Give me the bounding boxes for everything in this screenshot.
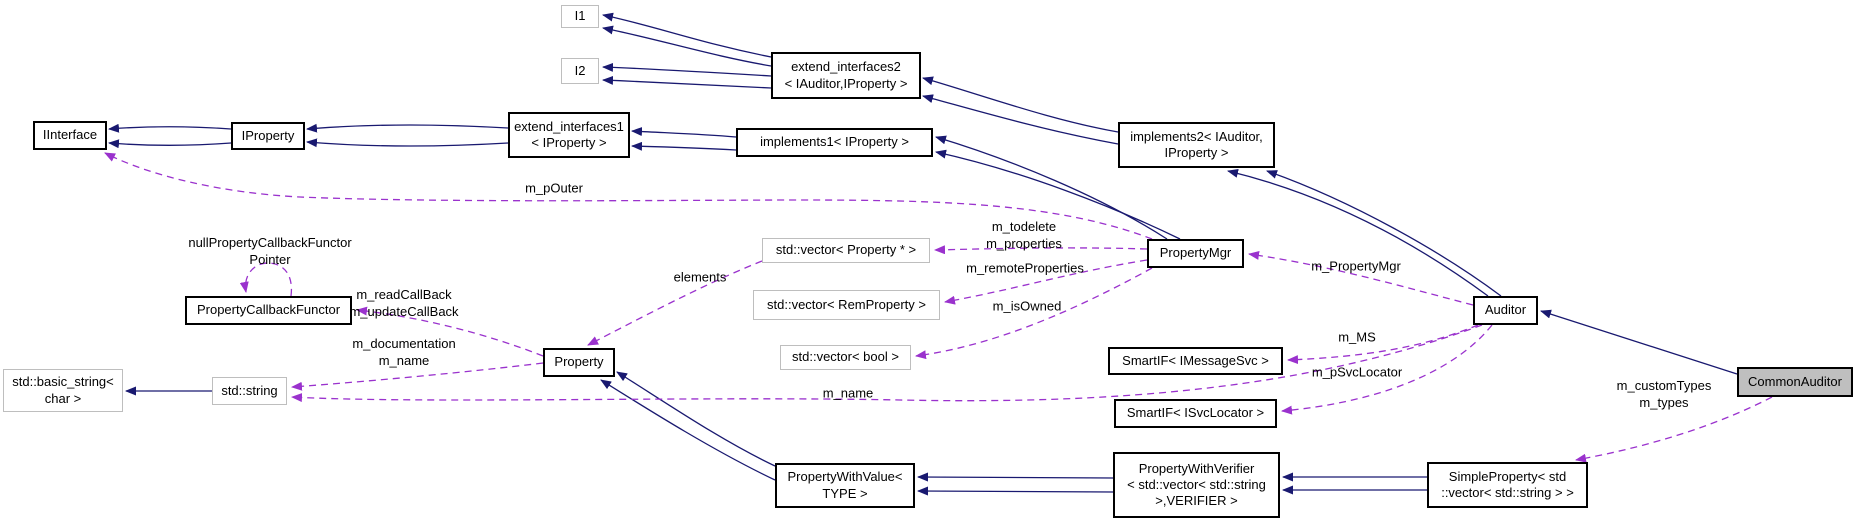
edge-label-read-update-callback: m_readCallBack m_updateCallBack: [349, 287, 459, 319]
edge-propertymgr-to-vectorremproperty: [944, 259, 1148, 305]
node-smartif-isvclocator[interactable]: SmartIF< ISvcLocator >: [1114, 399, 1277, 428]
edge-property-to-string: [291, 362, 544, 391]
edge-vectorpropertyptr-to-property-elements: [587, 260, 763, 346]
edge-auditor-to-propertymgr: [1248, 250, 1474, 306]
edge-pwvalue-to-property-b: [600, 379, 776, 481]
edge-pwverifier-to-pwvalue-b: [917, 486, 1114, 496]
edge-label-property-mgr-ref: m_PropertyMgr: [1311, 258, 1401, 274]
edge-label-null-functor-pointer: nullPropertyCallbackFunctor Pointer: [188, 235, 352, 267]
edge-label-m-pouter: m_pOuter: [525, 180, 583, 196]
edge-commonauditor-to-simpleproperty: [1575, 396, 1773, 463]
edge-label-ms: m_MS: [1338, 329, 1376, 345]
edge-implements1-to-extend1-b: [631, 141, 737, 151]
edge-extend2-to-i2-a: [602, 62, 772, 77]
node-std-basic-string: std::basic_string< char >: [3, 369, 123, 412]
edge-auditor-to-smartif-isvclocator: [1281, 324, 1493, 415]
edge-label-elements: elements: [673, 269, 727, 285]
node-property-callback-functor[interactable]: PropertyCallbackFunctor: [185, 296, 352, 325]
edge-property-to-callbackfunctor: [356, 306, 544, 357]
node-std-string: std::string: [212, 377, 287, 405]
node-i2: I2: [561, 58, 599, 84]
edge-auditor-to-smartif-imessagesvc: [1287, 324, 1479, 365]
edge-label-custom-types: m_customTypes m_types: [1616, 378, 1712, 410]
edge-label-documentation-name: m_documentation m_name: [352, 336, 456, 368]
node-vector-property-ptr: std::vector< Property * >: [762, 238, 930, 263]
edge-auditor-to-implements2-b: [1266, 170, 1502, 297]
node-extend-interfaces2[interactable]: extend_interfaces2 < IAuditor,IProperty …: [771, 52, 921, 99]
edge-implements1-to-extend1-a: [631, 127, 737, 138]
node-i1: I1: [561, 5, 599, 28]
edge-callbackfunctor-self-loop: [239, 262, 293, 297]
edge-extend2-to-i1-a: [602, 12, 772, 58]
node-implements2[interactable]: implements2< IAuditor, IProperty >: [1118, 122, 1275, 168]
node-extend-interfaces1[interactable]: extend_interfaces1 < IProperty >: [508, 112, 630, 158]
edge-propertymgr-to-iinterface-mpouter: [104, 152, 1153, 240]
edge-label-p-svc-locator: m_pSvcLocator: [1311, 364, 1403, 380]
node-iproperty[interactable]: IProperty: [231, 122, 305, 150]
edge-label-todelete-properties: m_todelete m_properties: [986, 219, 1062, 251]
node-property-with-verifier[interactable]: PropertyWithVerifier < std::vector< std:…: [1113, 452, 1280, 518]
node-common-auditor: CommonAuditor: [1737, 367, 1853, 397]
edge-iproperty-to-iinterface-b: [108, 139, 232, 149]
edge-pwvalue-to-property-a: [616, 371, 776, 467]
edge-iproperty-to-iinterface-a: [108, 123, 232, 133]
edge-implements2-to-extend2-a: [922, 76, 1119, 133]
edge-propertymgr-to-vectorbool: [915, 267, 1153, 360]
node-smartif-imessagesvc[interactable]: SmartIF< IMessageSvc >: [1108, 347, 1283, 375]
edge-extend1-to-iproperty-a: [306, 123, 509, 133]
edge-auditor-to-implements2-a: [1227, 168, 1489, 297]
edge-propertymgr-to-vectorpropertyptr: [934, 245, 1148, 255]
edge-extend2-to-i1-b: [602, 25, 772, 67]
edge-extend1-to-iproperty-b: [306, 138, 509, 148]
node-simple-property[interactable]: SimpleProperty< std ::vector< std::strin…: [1427, 462, 1588, 508]
node-vector-bool: std::vector< bool >: [780, 345, 911, 370]
edge-label-is-owned: m_isOwned: [992, 298, 1062, 314]
edge-pwverifier-to-pwvalue-a: [917, 472, 1114, 482]
node-property[interactable]: Property: [543, 348, 615, 377]
edge-implements2-to-extend2-b: [922, 94, 1119, 145]
node-property-with-value[interactable]: PropertyWithValue< TYPE >: [775, 463, 915, 508]
edge-commonauditor-to-auditor: [1540, 309, 1738, 375]
edge-extend2-to-i2-b: [602, 75, 772, 89]
node-iinterface[interactable]: IInterface: [33, 121, 107, 150]
edge-label-name: m_name: [822, 385, 874, 401]
node-implements1[interactable]: implements1< IProperty >: [736, 128, 933, 157]
node-auditor[interactable]: Auditor: [1473, 296, 1538, 325]
node-vector-rem-property: std::vector< RemProperty >: [753, 290, 940, 320]
edge-label-remote-properties: m_remoteProperties: [966, 260, 1084, 276]
node-property-mgr[interactable]: PropertyMgr: [1147, 239, 1244, 268]
